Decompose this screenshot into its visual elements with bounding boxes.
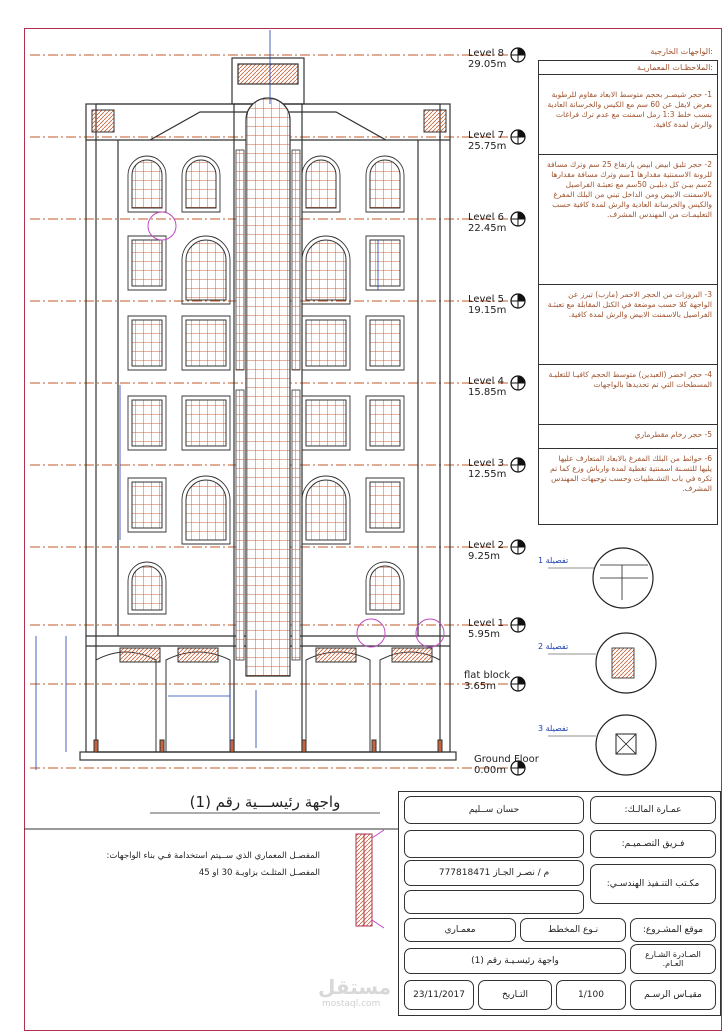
note-6: 6- حوائط من البلك المفرغ بالابعاد المتعا… [550,454,712,493]
facade-window [365,477,405,533]
note-1: 1- حجر شيصـر بحجم متوسط الابعاد مقاوم لل… [539,87,717,155]
joint-detail [355,829,385,929]
date-value: 23/11/2017 [404,980,474,1010]
watermark-url: mostaql.com [322,999,381,1009]
watermark-logo: مستقل [318,975,392,999]
detail-label-2: تفصيلة 2 [538,642,569,651]
date-label: التـاريخ [478,980,552,1010]
joint-note-line-1: المفصـل المعماري الذي ســيتم استخدامة فـ… [106,851,320,861]
plan-type-value: معمـاري [404,918,516,942]
detail-label-3: تفصيلة 3 [538,724,569,733]
note-4: 4- حجر اخضر (العبدين) متوسط الحجم كافيـا… [539,367,717,425]
facade-window [127,315,167,371]
note-5: 5- حجر رخام مقطرماري [539,427,717,449]
engineer-value: م / نصـر الجـاز 777818471 [404,860,584,886]
facade-window [301,395,351,451]
facade-window [127,561,167,615]
plan-type-label: نـوع المخطط [520,918,626,942]
facade-window [365,395,405,451]
facade-window [301,235,351,305]
facade-window [365,235,405,291]
joint-note-line-2: المفصـل المثلـث بزاويـة 30 او 45 [198,868,320,878]
building-label: عمـارة المالـك: [590,796,716,824]
facade-window [301,475,351,545]
level-marker-fill [518,540,525,547]
facade-window [301,155,341,213]
level-marker-fill [518,376,525,383]
title-block [398,791,721,1016]
note-2: 2- حجر تلبق ابيض ابيض بارتفاع 25 سم وترك… [539,157,717,285]
sheet-frame [24,28,722,1031]
notes-subheader: الملاحظـات المعماريـة: [539,61,717,75]
architectural-notes: الواجهات الخارجية: الملاحظـات المعماريـة… [538,47,718,525]
design-team-label: فـريق التصـميـم: [590,830,716,858]
notes-header: الواجهات الخارجية: [650,47,713,56]
facade-window [127,395,167,451]
office-value-2 [404,890,584,914]
facade-window [127,235,167,291]
design-team-value [404,830,584,858]
facade-window [127,477,167,533]
location-value: الصـادرة الشـارع العـام. [630,944,716,974]
scale-label: مقيـاس الرسـم [630,980,716,1010]
detail-label-1: تفصيلة 1 [538,556,569,565]
level-marker-fill [518,618,525,625]
location-label: موقع المشـروع: [630,918,716,942]
facade-window [181,235,231,305]
facade-window [181,315,231,371]
joint-note: المفصـل المعماري الذي ســيتم استخدامة فـ… [40,848,320,882]
facade-window [365,315,405,371]
drawing-title: واجهة رئيســـية رقم (1) [189,793,341,811]
level-marker-fill [518,48,525,55]
facade-window [181,475,231,545]
level-marker-fill [518,212,525,219]
facade-window [365,155,405,213]
facade-window [181,155,221,213]
level-marker-fill [518,130,525,137]
facade-window [127,155,167,213]
facade-window [181,395,231,451]
level-marker-fill [518,761,525,768]
level-marker-fill [518,458,525,465]
sheet-title-value: واجهة رئيسـيـة رقم (1) [404,948,626,974]
facade-window [301,315,351,371]
level-marker-fill [518,677,525,684]
level-marker-fill [518,294,525,301]
note-3: 3- البروزات من الحجر الاحمر (مارب) تبرز … [539,287,717,365]
facade-window [365,561,405,615]
office-label: مكـتب التنـفيذ الهندسـي: [590,864,716,904]
detail-circles [592,547,657,776]
central-window [245,97,291,677]
ground-arches [93,647,443,753]
scale-value: 1/100 [556,980,626,1010]
building-value: حسان ســليم [404,796,584,824]
